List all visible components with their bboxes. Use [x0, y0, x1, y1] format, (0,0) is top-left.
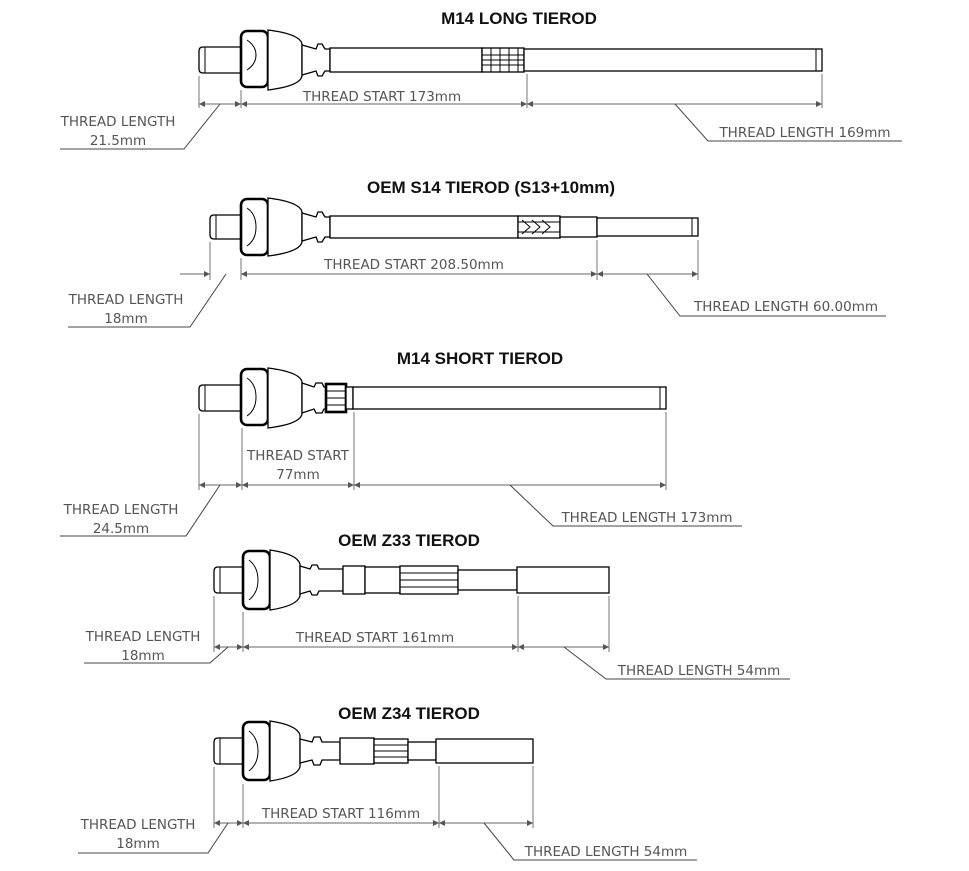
oem-z33-title: OEM Z33 TIEROD — [338, 531, 480, 550]
m14-short-dimensions — [60, 412, 742, 537]
oem-z33-left-thread-label: THREAD LENGTH — [85, 629, 201, 645]
m14-long-title: M14 LONG TIEROD — [441, 9, 597, 28]
oem-z33-dimensions — [84, 596, 790, 680]
oem-z33-left-thread-value: 18mm — [121, 648, 164, 664]
m14-long-left-thread-value: 21.5mm — [90, 133, 146, 149]
oem-z33-thread-start: THREAD START 161mm — [295, 630, 454, 646]
oem-z34-title: OEM Z34 TIEROD — [338, 704, 480, 723]
oem-z34-left-thread-label: THREAD LENGTH — [80, 817, 196, 833]
oem-s14-left-thread-value: 18mm — [104, 311, 147, 327]
oem-z33-tierod-part — [213, 549, 610, 611]
oem-s14-dimensions — [68, 240, 886, 328]
m14-short-thread-start-value: 77mm — [276, 467, 319, 483]
oem-z33-tierod-section: OEM Z33 TIEROD — [84, 531, 790, 680]
oem-z34-thread-start: THREAD START 116mm — [261, 806, 420, 822]
m14-short-right-thread-length: THREAD LENGTH 173mm — [560, 510, 732, 526]
m14-long-dimensions — [60, 74, 902, 150]
m14-long-tierod-section: M14 LONG TIEROD — [60, 9, 902, 150]
oem-z34-left-thread-value: 18mm — [116, 836, 159, 852]
m14-short-thread-start-label: THREAD START — [246, 448, 350, 464]
m14-short-title: M14 SHORT TIEROD — [397, 349, 563, 368]
m14-long-thread-start: THREAD START 173mm — [302, 89, 461, 105]
m14-long-left-thread-label: THREAD LENGTH — [60, 114, 176, 130]
m14-short-tierod-part — [198, 367, 667, 429]
oem-z34-dimensions — [78, 766, 697, 861]
oem-s14-title: OEM S14 TIEROD (S13+10mm) — [367, 178, 615, 197]
oem-s14-right-thread-length: THREAD LENGTH 60.00mm — [693, 299, 878, 315]
oem-s14-left-thread-label: THREAD LENGTH — [68, 292, 184, 308]
m14-long-tierod-part — [198, 29, 823, 91]
m14-short-left-thread-label: THREAD LENGTH — [63, 502, 179, 518]
oem-s14-thread-start: THREAD START 208.50mm — [323, 257, 504, 273]
oem-s14-tierod-section: OEM S14 TIEROD (S13+10mm) — [68, 178, 886, 328]
m14-short-tierod-section: M14 SHORT TIEROD TH — [60, 349, 742, 537]
oem-z34-right-thread-length: THREAD LENGTH 54mm — [524, 844, 688, 860]
oem-s14-tierod-part — [209, 197, 699, 257]
m14-short-left-thread-value: 24.5mm — [93, 521, 149, 537]
m14-long-right-thread-length: THREAD LENGTH 169mm — [718, 125, 890, 141]
oem-z34-tierod-section: OEM Z34 TIEROD THRE — [78, 704, 697, 861]
oem-z33-right-thread-length: THREAD LENGTH 54mm — [617, 663, 781, 679]
oem-z34-tierod-part — [213, 720, 534, 782]
